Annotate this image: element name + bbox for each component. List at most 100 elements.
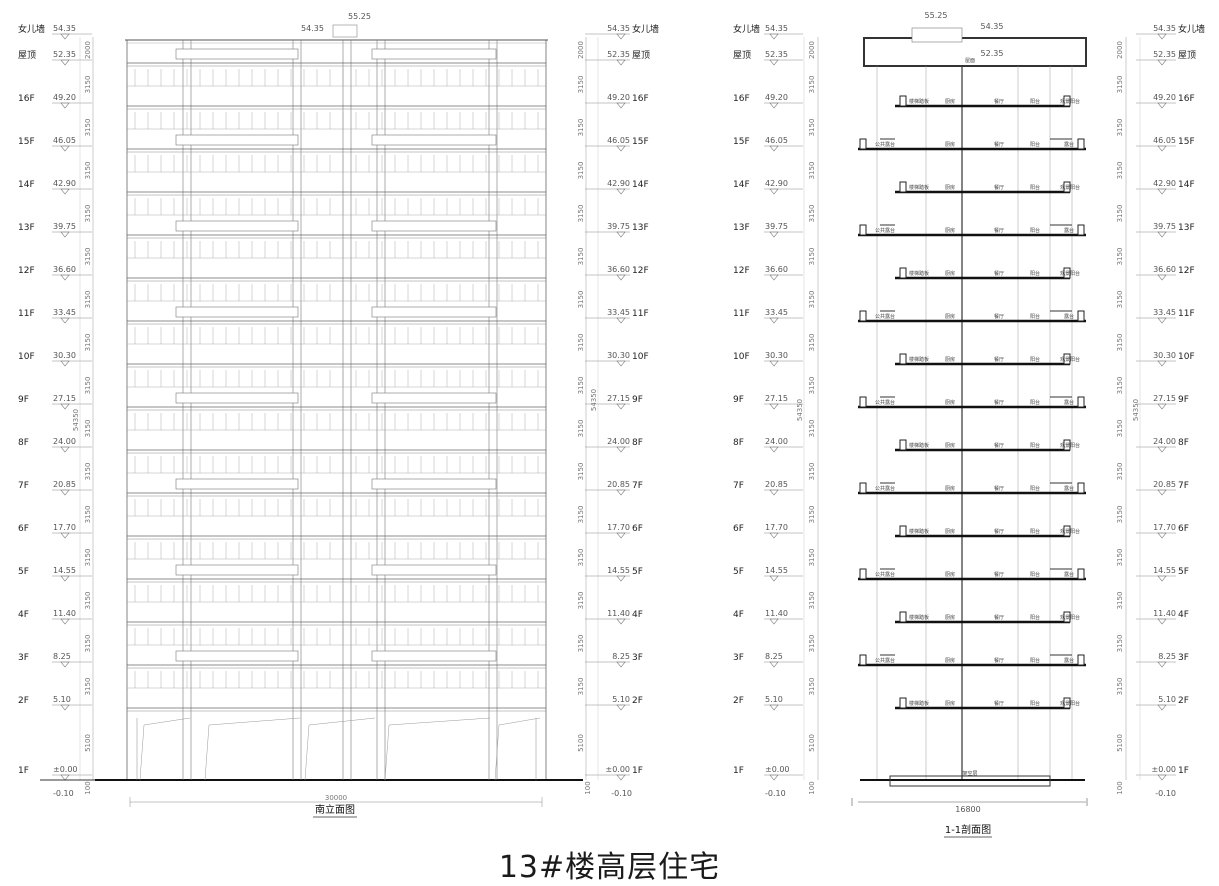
wall-section [899, 353, 907, 365]
level-marker-icon [616, 188, 626, 195]
balcony-slab [175, 478, 299, 490]
level-marker-icon [769, 59, 779, 66]
room-label: 餐厅 [994, 98, 1004, 105]
room-label: 公共露台 [875, 571, 895, 578]
elevation-value: 55.25 [348, 12, 371, 21]
room-label: 阳台 [1030, 614, 1040, 621]
floor-label: 4F [632, 610, 643, 620]
level-marker-icon [769, 317, 779, 324]
elevation-value: 17.70 [607, 523, 630, 532]
wall-section [899, 611, 907, 623]
room-label: 阳台 [1030, 141, 1040, 148]
dimension-text: 2000 [808, 41, 816, 59]
dimension-text: 100 [808, 781, 816, 794]
floor-label: 11F [1178, 309, 1195, 319]
room-label: 餐厅 [994, 528, 1004, 535]
dimension-text: 3150 [577, 76, 585, 94]
floor-label: 14F [733, 180, 750, 190]
floor-label: 1F [733, 766, 744, 776]
wall-section [1063, 611, 1071, 623]
room-label: 露台 [1064, 657, 1074, 664]
floor-label: 8F [733, 438, 744, 448]
dimension-text: 3150 [84, 463, 92, 481]
wall-section [859, 482, 867, 494]
elevation-value: 52.35 [765, 50, 788, 59]
level-marker-icon [1157, 231, 1167, 238]
dimension-text: 3150 [577, 678, 585, 696]
dimension-text: 2000 [577, 41, 585, 59]
room-label: 厨房 [945, 657, 955, 664]
elevation-value: 20.85 [765, 480, 788, 489]
dimension-text: 3150 [577, 549, 585, 567]
level-marker-icon [1157, 532, 1167, 539]
roof-stair-head [332, 24, 358, 38]
level-marker-icon [616, 102, 626, 109]
floor-label: 2F [632, 696, 643, 706]
room-label: 阳台 [1030, 528, 1040, 535]
level-marker-icon [1157, 618, 1167, 625]
elevation-value: 42.90 [1153, 179, 1176, 188]
dimension-text: 3150 [577, 420, 585, 438]
elevation-value: 5.10 [53, 695, 71, 704]
level-marker-icon [616, 145, 626, 152]
room-label: 阳台 [1030, 356, 1040, 363]
level-marker-icon [769, 446, 779, 453]
total-height-dimension: 54350 [1132, 399, 1140, 421]
elevation-value: 24.00 [607, 437, 630, 446]
floor-label: 5F [733, 567, 744, 577]
floor-label: 5F [632, 567, 643, 577]
dimension-text: 3150 [1116, 248, 1124, 266]
room-label: 观景阳台 [1060, 700, 1080, 707]
level-marker-icon [616, 532, 626, 539]
dimension-text: 3150 [84, 678, 92, 696]
ground-floor-label: 架空层 [962, 770, 977, 777]
room-label: 餐厅 [994, 485, 1004, 492]
dimension-text: 5100 [577, 734, 585, 752]
dimension-text: 3150 [808, 635, 816, 653]
elevation-value: 49.20 [765, 93, 788, 102]
floor-label: 屋顶 [1178, 50, 1196, 61]
room-label: 露台 [1064, 313, 1074, 320]
room-label: 厨房 [945, 485, 955, 492]
room-label: 厨房 [945, 227, 955, 234]
elevation-value: 14.55 [53, 566, 76, 575]
floor-label: 13F [1178, 223, 1195, 233]
room-label: 厨房 [945, 399, 955, 406]
elevation-value: 11.40 [765, 609, 788, 618]
total-height-dimension: 54350 [590, 389, 598, 411]
level-marker-icon [1157, 188, 1167, 195]
floor-label: 16F [733, 94, 750, 104]
dimension-text: 3150 [808, 377, 816, 395]
dimension-text: 3150 [84, 592, 92, 610]
room-label: 阳台 [1030, 485, 1040, 492]
balcony-slab [175, 134, 299, 146]
level-marker-icon [1157, 774, 1167, 781]
wall-section [1063, 95, 1071, 107]
floor-label: 屋顶 [18, 50, 36, 61]
balcony-slab [175, 564, 299, 576]
room-label: 餐厅 [994, 700, 1004, 707]
room-label: 观景阳台 [1060, 614, 1080, 621]
room-label: 阳台 [1030, 700, 1040, 707]
room-label: 公共露台 [875, 313, 895, 320]
floor-label: 11F [18, 309, 35, 319]
level-marker-icon [60, 618, 70, 625]
wall-section [899, 697, 907, 709]
dimension-text: 3150 [1116, 592, 1124, 610]
wall-section [899, 525, 907, 537]
dimension-text: 3150 [1116, 119, 1124, 137]
dimension-text: 3150 [1116, 635, 1124, 653]
balcony-slab [175, 306, 299, 318]
wall-section [899, 95, 907, 107]
floor-label: 15F [18, 137, 35, 147]
elevation-value: 20.85 [1153, 480, 1176, 489]
elevation-caption: 南立面图 [315, 803, 355, 816]
drawing-title: 13#楼高层住宅 [498, 850, 721, 885]
floor-label: 7F [733, 481, 744, 491]
floor-label: 10F [733, 352, 750, 362]
elevation-value: 49.20 [607, 93, 630, 102]
floor-label: 6F [18, 524, 29, 534]
balcony-slab [371, 134, 497, 146]
elevation-value: 24.00 [53, 437, 76, 446]
